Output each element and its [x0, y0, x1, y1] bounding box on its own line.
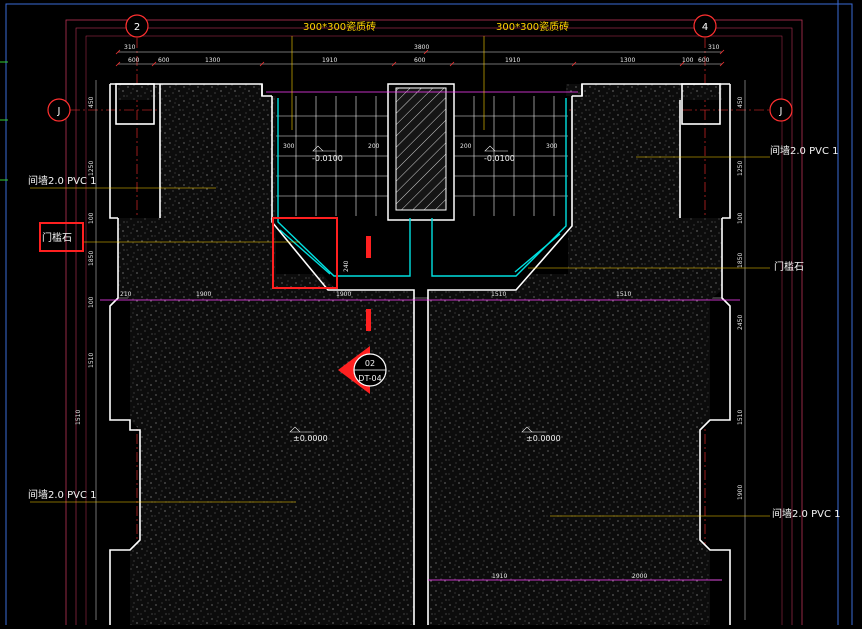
threshold-label-highlight[interactable]	[39, 222, 84, 252]
mid-dimensions: 210 1900 1900 1510 1510	[120, 291, 631, 298]
dim-text: 3800	[414, 44, 429, 51]
dim-text: 1300	[620, 57, 635, 64]
axis-label: J	[779, 106, 783, 117]
dim-text: 1900	[196, 291, 211, 298]
axis-label: 4	[702, 22, 708, 33]
leader-lines	[30, 36, 770, 517]
level-marks: -0.0100 -0.0100 ±0.0000 ±0.0000	[289, 145, 561, 443]
bathroom-fixtures	[277, 98, 567, 277]
level-text: ±0.0000	[526, 434, 561, 443]
dim-text: 200	[460, 143, 472, 150]
tile-note-right: 300*300瓷质砖	[496, 20, 569, 33]
section-sheet: DT-04	[358, 374, 381, 383]
dim-text: 100	[88, 296, 95, 308]
pvc-note-lower-right: 间墙2.0 PVC 1	[772, 507, 840, 520]
dim-text: 600	[128, 57, 140, 64]
floor-area	[118, 84, 722, 625]
dim-text: 1910	[492, 573, 507, 580]
threshold-note-left: 门槛石	[42, 231, 72, 244]
pvc-note-upper-left: 间墙2.0 PVC 1	[28, 174, 96, 187]
right-dimensions: 450 1250 100 1850 2450 1510 1900	[737, 96, 744, 500]
dim-text: 600	[158, 57, 170, 64]
section-number: 02	[365, 359, 375, 368]
axis-bubble-j-right[interactable]: J	[769, 98, 793, 122]
dim-text: 600	[414, 57, 426, 64]
axis-bubble-2[interactable]: 2	[125, 14, 149, 38]
pvc-note-upper-right: 间墙2.0 PVC 1	[770, 144, 838, 157]
dim-text: 1850	[88, 251, 95, 266]
pvc-note-lower-left: 间墙2.0 PVC 1	[28, 488, 96, 501]
top-dimensions-row2: 600 600 1300 1910 600 1910 1300 100 600	[128, 57, 710, 64]
duct-shaft	[387, 83, 455, 221]
dim-text: 300	[546, 143, 558, 150]
dim-text: 600	[698, 57, 710, 64]
tile-note-left: 300*300瓷质砖	[303, 20, 376, 33]
level-text: -0.0100	[484, 154, 515, 163]
axis-bubble-j-left[interactable]: J	[47, 98, 71, 122]
axis-label: J	[57, 106, 61, 117]
dim-text: 1250	[88, 161, 95, 176]
dim-text: 1900	[737, 485, 744, 500]
dim-text: 1300	[205, 57, 220, 64]
dim-text: 310	[708, 44, 720, 51]
dim-text: 100	[88, 212, 95, 224]
dim-text: 450	[88, 96, 95, 108]
dim-text: 310	[124, 44, 136, 51]
bath-small-dims: 300 200 200 300 240	[283, 143, 558, 272]
dim-text: 2000	[632, 573, 647, 580]
section-symbol[interactable]: 02 DT-04	[338, 346, 387, 394]
dim-text: 1910	[322, 57, 337, 64]
level-text: ±0.0000	[293, 434, 328, 443]
dim-text: 1510	[737, 410, 744, 425]
dim-text: 1910	[505, 57, 520, 64]
dim-text: 240	[343, 260, 350, 272]
dim-text: 300	[283, 143, 295, 150]
dim-text: 1250	[737, 161, 744, 176]
axis-label: 2	[134, 22, 140, 33]
dim-text: 1510	[75, 410, 82, 425]
left-dimensions: 450 1250 100 1850 100 1510 1510	[75, 96, 95, 425]
dim-text: 1850	[737, 253, 744, 268]
dimension-ticks	[115, 49, 725, 67]
walls	[109, 83, 731, 625]
dim-text: 450	[737, 96, 744, 108]
dim-text: 1510	[491, 291, 506, 298]
threshold-highlight[interactable]	[272, 217, 338, 289]
dim-text: 1510	[88, 353, 95, 368]
axis-bubble-4[interactable]: 4	[693, 14, 717, 38]
dim-text: 100	[682, 57, 694, 64]
dim-text: 210	[120, 291, 132, 298]
dim-text: 2450	[737, 315, 744, 330]
level-text: -0.0100	[312, 154, 343, 163]
top-dimensions-row1: 310 3800 310	[124, 44, 720, 51]
annotations: 300*300瓷质砖 300*300瓷质砖 间墙2.0 PVC 1 间墙2.0 …	[28, 20, 840, 520]
bathroom-right-tile	[454, 96, 568, 274]
threshold-note-right: 门槛石	[774, 260, 804, 273]
dim-text: 1900	[336, 291, 351, 298]
section-cut-marks	[366, 236, 371, 331]
bottom-dimensions: 1910 2000	[492, 573, 647, 580]
dim-text: 200	[368, 143, 380, 150]
dim-text: 100	[737, 212, 744, 224]
dim-text: 1510	[616, 291, 631, 298]
boundary-lines	[100, 91, 740, 581]
